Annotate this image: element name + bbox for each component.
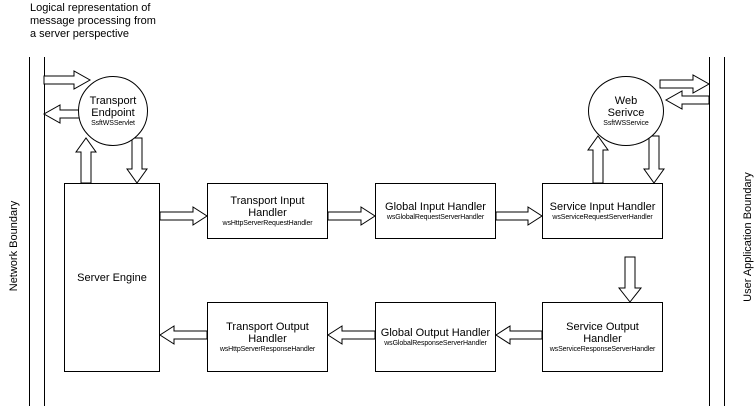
service-output-handler-box: Service Output Handler wsServiceResponse…	[542, 302, 663, 372]
global-output-handler-box: Global Output Handler wsGlobalResponseSe…	[375, 302, 496, 372]
arrow-user-to-web-service	[664, 90, 710, 110]
transport-endpoint-class: SsftWSServlet	[91, 119, 135, 127]
caption-line-1: Logical representation of	[30, 2, 151, 14]
diagram-caption: Logical representation of message proces…	[30, 2, 230, 41]
transport-endpoint-title-2: Endpoint	[91, 106, 135, 119]
server-engine-box: Server Engine	[64, 183, 160, 372]
transport-output-class: wsHttpServerResponseHandler	[219, 345, 316, 353]
transport-input-class: wsHttpServerRequestHandler	[222, 219, 313, 227]
transport-output-title-2: Handler	[248, 332, 287, 345]
transport-endpoint-title-1: Transport	[89, 94, 137, 107]
arrow-endpoint-to-engine	[126, 137, 148, 184]
web-service-title-2: Serivce	[607, 106, 645, 119]
global-input-title: Global Input Handler	[385, 200, 486, 213]
global-input-class: wsGlobalRequestServerHandler	[386, 213, 485, 221]
web-service-node: Web Serivce SsftWSService	[588, 76, 664, 146]
arrow-web-service-to-user	[659, 74, 711, 94]
service-output-class: wsServiceResponseServerHandler	[549, 345, 656, 353]
service-output-title-1: Service Output	[566, 320, 639, 333]
web-service-class: SsftWSService	[603, 119, 649, 127]
transport-input-handler-box: Transport Input Handler wsHttpServerRequ…	[207, 183, 328, 239]
user-boundary-line-outer	[724, 57, 725, 406]
arrow-transport-output-to-engine	[159, 325, 208, 345]
service-input-class: wsServiceRequestServerHandler	[552, 213, 653, 221]
service-input-title: Service Input Handler	[549, 200, 656, 213]
arrow-service-input-to-web-service	[587, 135, 609, 184]
transport-input-title-1: Transport Input	[230, 194, 305, 207]
user-boundary-line-inner	[709, 57, 710, 406]
caption-line-3: a server perspective	[30, 28, 130, 40]
arrow-transport-input-to-global-input	[327, 206, 376, 226]
transport-output-handler-box: Transport Output Handler wsHttpServerRes…	[207, 302, 328, 372]
arrow-global-output-to-transport-output	[327, 325, 376, 345]
arrow-network-to-endpoint	[43, 70, 92, 90]
network-boundary-line-outer	[29, 57, 30, 406]
transport-output-title-1: Transport Output	[226, 320, 309, 333]
arrow-service-output-to-global-output	[495, 325, 543, 345]
global-output-class: wsGlobalResponseServerHandler	[384, 339, 487, 347]
transport-endpoint-node: Transport Endpoint SsftWSServlet	[78, 76, 148, 146]
arrow-engine-to-transport-input	[159, 206, 208, 226]
server-engine-title: Server Engine	[77, 271, 147, 284]
global-input-handler-box: Global Input Handler wsGlobalRequestServ…	[375, 183, 496, 239]
service-input-handler-box: Service Input Handler wsServiceRequestSe…	[542, 183, 663, 239]
arrow-web-service-to-service-input	[643, 135, 665, 184]
arrow-global-input-to-service-input	[495, 206, 543, 226]
network-boundary-line-inner	[44, 57, 45, 406]
service-output-title-2: Handler	[583, 332, 622, 345]
arrow-engine-to-endpoint	[75, 137, 97, 184]
global-output-title: Global Output Handler	[380, 326, 491, 339]
web-service-title-1: Web	[614, 94, 638, 107]
transport-input-title-2: Handler	[248, 206, 287, 219]
arrow-service-input-to-service-output	[617, 256, 643, 303]
caption-line-2: message processing from	[30, 15, 156, 27]
